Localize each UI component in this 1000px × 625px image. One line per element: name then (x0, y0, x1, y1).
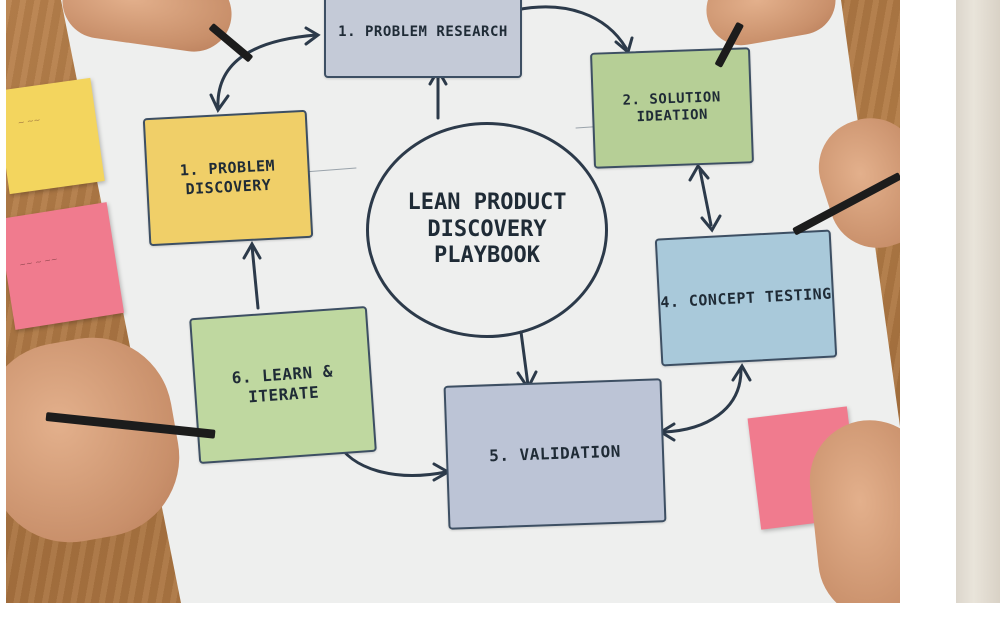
step-problem-discovery: 1. PROBLEM DISCOVERY (142, 109, 314, 247)
arrow-research-ideation (514, 5, 628, 50)
adjacent-image-edge (956, 0, 1000, 603)
pencil-line (303, 167, 357, 173)
arrow-head (242, 240, 262, 260)
arrow-head (209, 93, 230, 113)
playbook-title: LEAN PRODUCT DISCOVERY PLAYBOOK (366, 122, 608, 338)
arrow-head (688, 163, 710, 182)
arrow-learn-discovery (250, 244, 260, 310)
workshop-photo: ~ ~~ ~~ ~ ~~ 1. PROBLEM DISCOVERY 1. PRO… (6, 0, 900, 603)
arrow-head (700, 214, 722, 233)
yellow-sticky-note: ~ ~~ (6, 77, 105, 195)
bottom-whitespace (0, 603, 1000, 625)
arrow-ideation-concept (698, 168, 713, 227)
pink-sticky-note-left: ~~ ~ ~~ (6, 202, 125, 330)
step-solution-ideation: 2. SOLUTION IDEATION (590, 47, 754, 169)
step-learn-iterate: 6. LEARN & ITERATE (189, 305, 377, 465)
step-problem-research: 1. PROBLEM RESEARCH (324, 0, 522, 78)
step-validation: 5. VALIDATION (443, 378, 667, 530)
arrow-head (731, 363, 752, 382)
arrow-center-validation (519, 330, 530, 387)
step-concept-testing: 4. CONCEPT TESTING (654, 229, 838, 367)
arrow-concept-validation (662, 368, 743, 434)
arrow-head (304, 26, 321, 46)
